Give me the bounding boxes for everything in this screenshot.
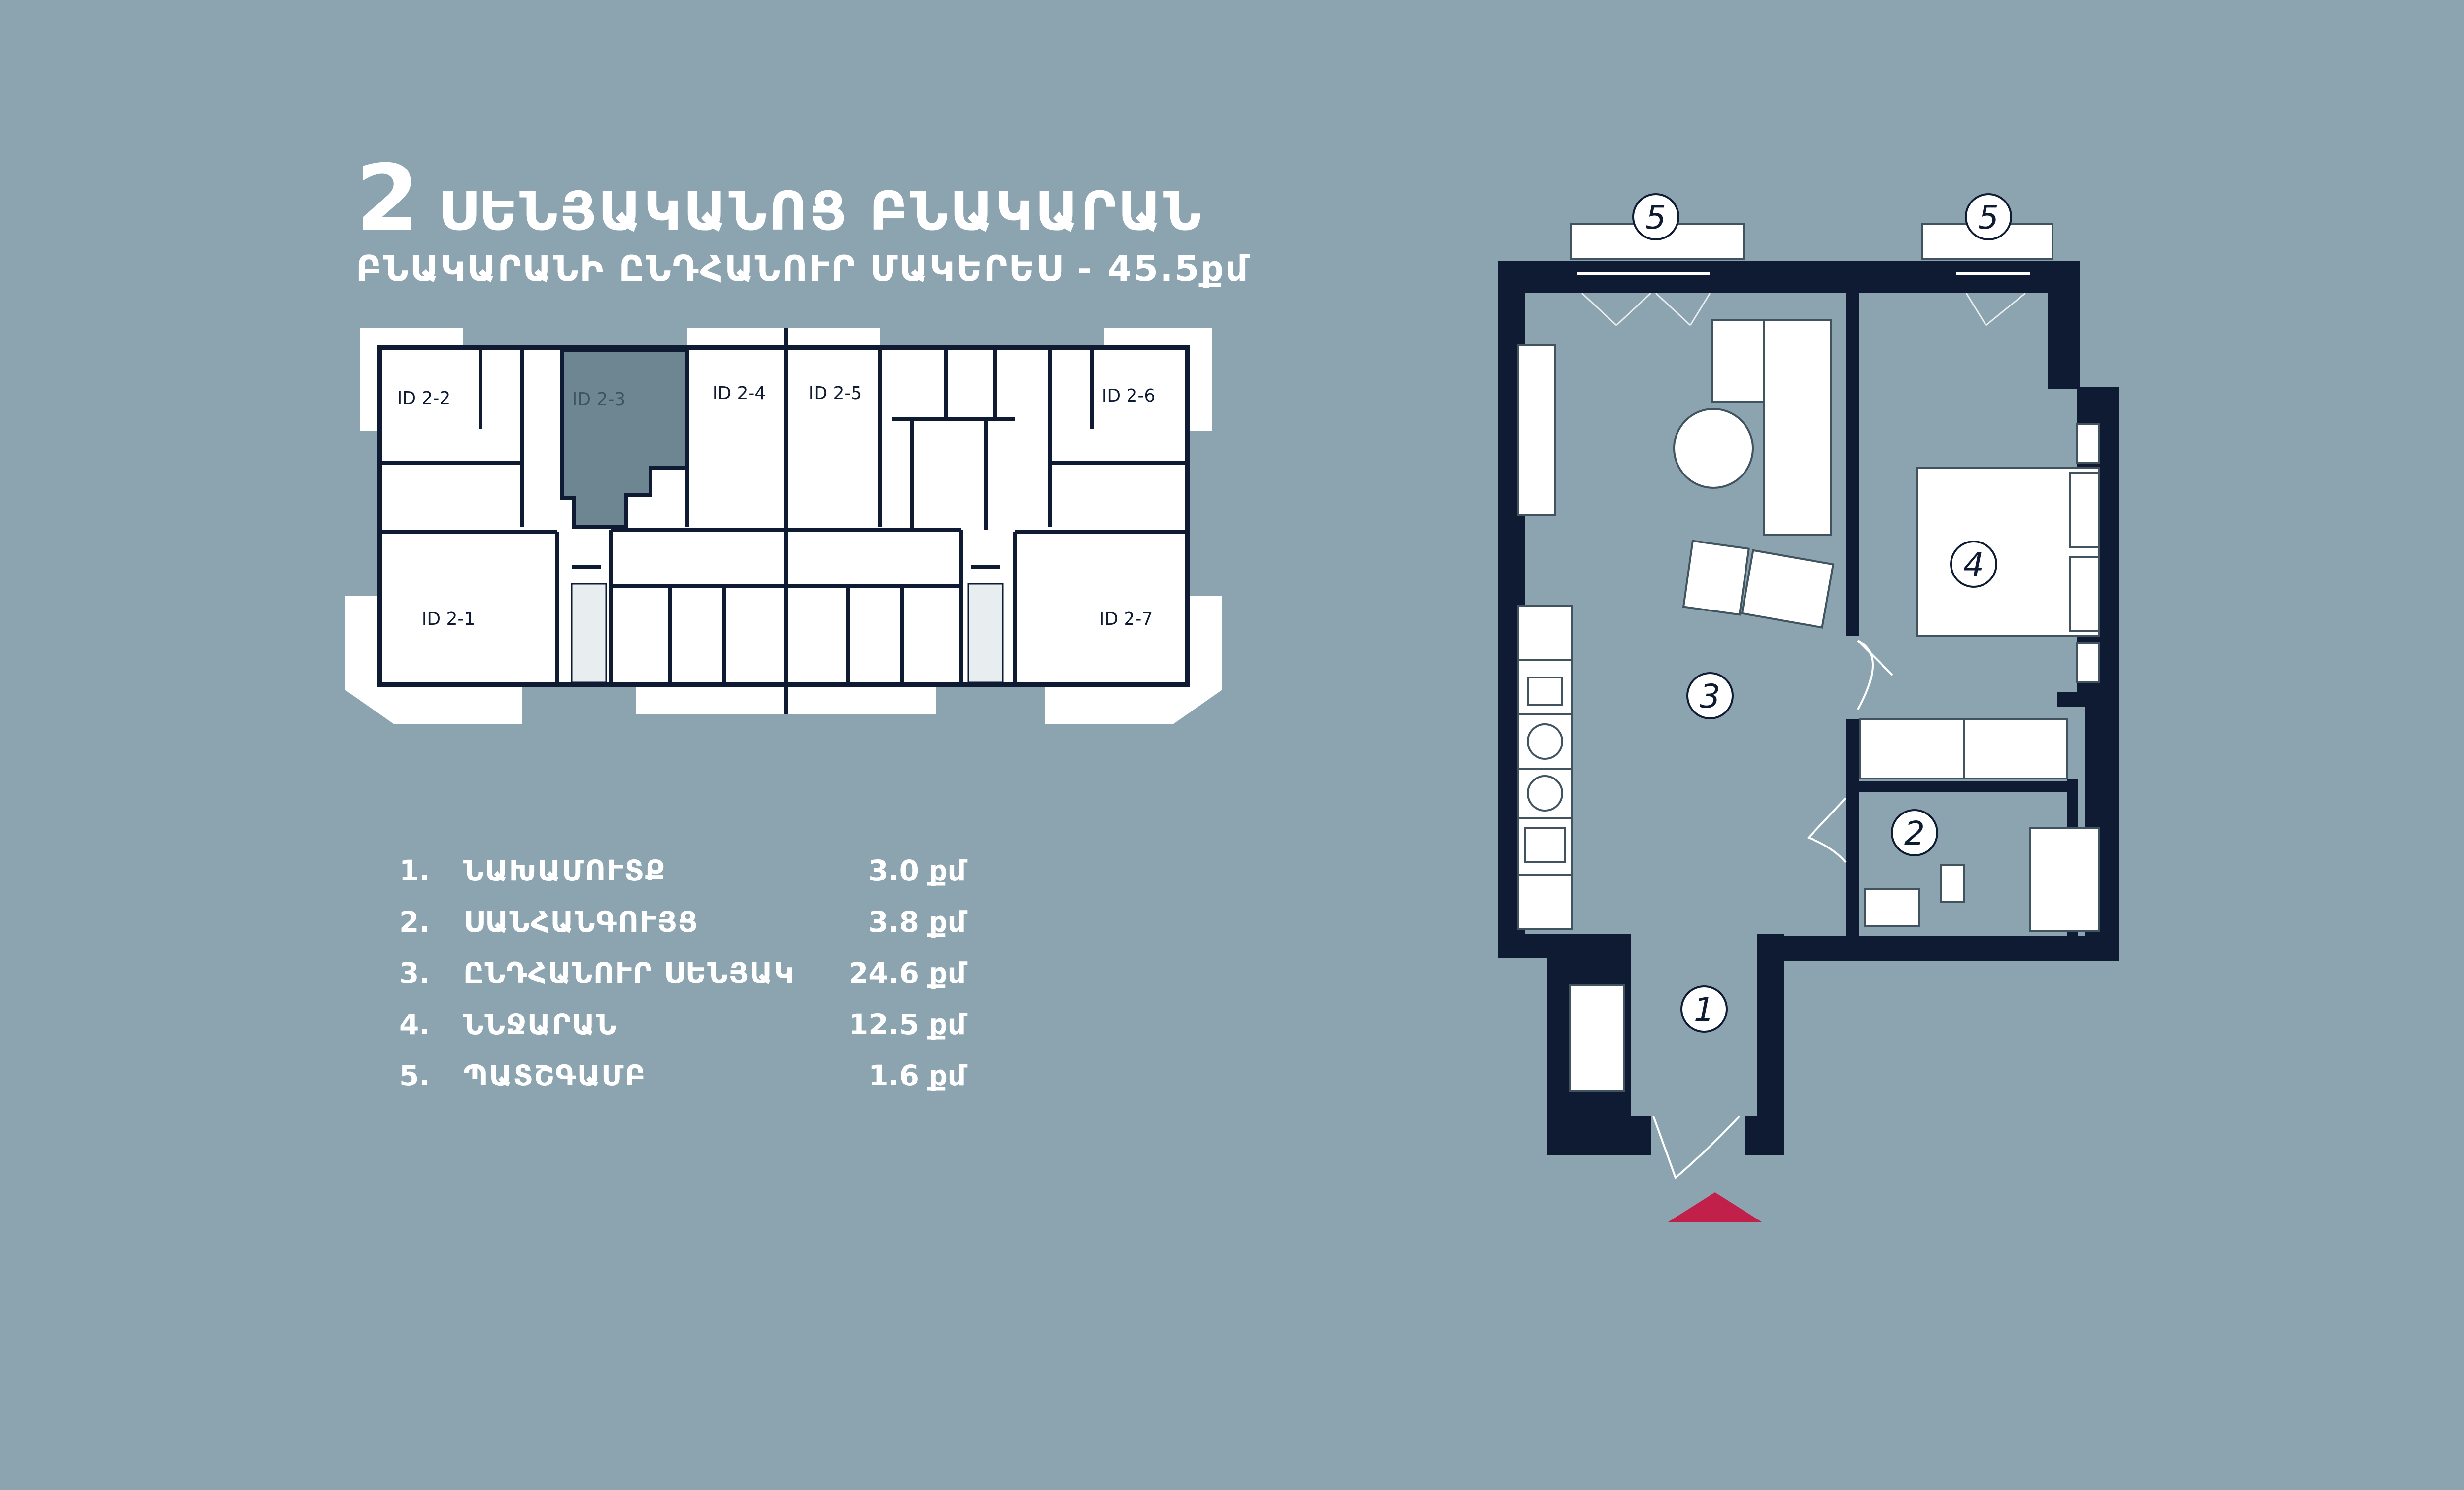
toilet: [1940, 864, 1965, 903]
svg-text:4: 4: [1963, 546, 1984, 584]
nightstand: [2076, 423, 2100, 464]
page-subtitle: ԲՆԱԿԱՐԱՆԻ ԸՆԴՀԱՆՈՒՐ ՄԱԿԵՐԵՍ - 45.5քմ: [356, 248, 1250, 289]
tv-unit: [1517, 344, 1556, 516]
legend-row: 4. ՆՆՋԱՐԱՆ 12.5 քմ: [399, 999, 966, 1050]
unit-label: ID 2-1: [422, 609, 476, 629]
room-marker-5-left: 5: [1632, 193, 1679, 240]
bathroom-fixtures: [1864, 827, 2100, 932]
legend-number: 4.: [399, 1008, 430, 1041]
legend-row: 3. ԸՆԴՀԱՆՈՒՐ ՍԵՆՅԱԿ 24.6 քմ: [399, 948, 966, 999]
legend-number: 1.: [399, 854, 430, 887]
room-markers: 1 2 3 4 5 5: [1632, 193, 2012, 1033]
legend-room-area: 12.5 քմ: [848, 1008, 966, 1041]
legend-number: 5.: [399, 1059, 430, 1092]
page-title: ՍԵՆՅԱԿԱՆՈՑ ԲՆԱԿԱՐԱՆ: [438, 181, 1203, 242]
living-furniture: [1517, 319, 1835, 629]
unit-label: ID 2-7: [1099, 609, 1153, 629]
shower: [2029, 827, 2100, 932]
unit-label: ID 2-6: [1102, 386, 1156, 406]
building-floor-plan: ID 2-2 ID 2-3 ID 2-4 ID 2-5 ID 2-6 ID 2-…: [345, 328, 1222, 724]
svg-text:2: 2: [1904, 814, 1925, 852]
rooms-count: 2: [356, 145, 419, 251]
balcony-left: [1570, 223, 1745, 260]
title-line: 2 ՍԵՆՅԱԿԱՆՈՑ ԲՆԱԿԱՐԱՆ: [356, 153, 1250, 244]
legend-room-area: 3.0 քմ: [868, 854, 966, 887]
legend-room-area: 24.6 քմ: [848, 956, 966, 990]
svg-text:1: 1: [1694, 991, 1714, 1029]
legend-room-area: 3.8 քմ: [868, 905, 966, 939]
armchair: [1741, 549, 1835, 629]
room-marker-5-right: 5: [1965, 193, 2012, 240]
legend-room-name: ՊԱՏՇԳԱՄԲ: [463, 1059, 647, 1092]
sofa: [1763, 319, 1832, 536]
room-marker-3: 3: [1686, 672, 1734, 719]
window-swings: [1581, 292, 2026, 326]
unit-label: ID 2-5: [809, 383, 862, 404]
entrance-marker: [1668, 1192, 1762, 1222]
bedroom-furniture: [1859, 423, 2100, 779]
armchair: [1682, 540, 1750, 616]
legend-number: 3.: [399, 956, 430, 990]
sink: [1864, 888, 1920, 927]
apartment-plan: 1 2 3 4 5 5: [1498, 193, 2119, 1222]
room-marker-2: 2: [1891, 809, 1938, 856]
legend-room-name: ՆՆՋԱՐԱՆ: [463, 1008, 617, 1041]
apartment-doors: [1652, 640, 1893, 1180]
legend-row: 1. ՆԱԽԱՄՈՒՏՔ 3.0 քմ: [399, 845, 966, 896]
building-interior-walls: [379, 328, 1188, 714]
unit-label: ID 2-2: [397, 388, 451, 408]
room-marker-4: 4: [1950, 541, 1997, 588]
kitchen-counter: [1517, 605, 1573, 930]
svg-text:5: 5: [1978, 199, 1999, 237]
legend-room-name: ԸՆԴՀԱՆՈՒՐ ՍԵՆՅԱԿ: [463, 956, 795, 990]
entry-closet: [1569, 984, 1625, 1092]
nightstand: [2076, 642, 2100, 683]
legend-row: 2. ՍԱՆՀԱՆԳՈՒՅՑ 3.8 քմ: [399, 896, 966, 948]
building-stairs: [571, 583, 1004, 683]
room-marker-1: 1: [1680, 985, 1728, 1033]
legend-room-name: ՆԱԽԱՄՈՒՏՔ: [463, 854, 666, 887]
legend-room-name: ՍԱՆՀԱՆԳՈՒՅՑ: [463, 905, 699, 939]
legend-row: 5. ՊԱՏՇԳԱՄԲ 1.6 քմ: [399, 1050, 966, 1101]
unit-labels: ID 2-2 ID 2-3 ID 2-4 ID 2-5 ID 2-6 ID 2-…: [397, 383, 1156, 629]
unit-label-highlighted: ID 2-3: [572, 389, 626, 409]
legend-room-area: 1.6 քմ: [868, 1059, 966, 1092]
legend-number: 2.: [399, 905, 430, 939]
unit-label: ID 2-4: [713, 383, 766, 404]
building-outline: [377, 345, 1190, 687]
room-area-legend: 1. ՆԱԽԱՄՈՒՏՔ 3.0 քմ 2. ՍԱՆՀԱՆԳՈՒՅՑ 3.8 ք…: [399, 845, 966, 1101]
svg-text:5: 5: [1645, 199, 1666, 237]
title-block: 2 ՍԵՆՅԱԿԱՆՈՑ ԲՆԱԿԱՐԱՆ ԲՆԱԿԱՐԱՆԻ ԸՆԴՀԱՆՈՒ…: [356, 153, 1250, 290]
svg-text:3: 3: [1700, 677, 1720, 715]
coffee-table: [1673, 408, 1754, 489]
apartment-interior-walls: [1846, 291, 2087, 941]
